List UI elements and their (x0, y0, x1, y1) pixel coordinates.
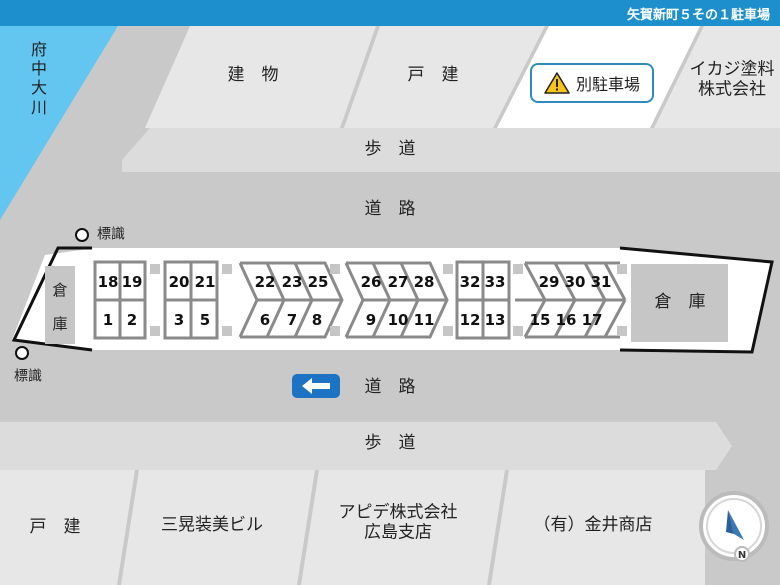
river (0, 26, 118, 220)
sign-top-label: 標識 (97, 226, 125, 243)
river-label: 府中大川 (30, 40, 47, 117)
building-bottom-3 (301, 470, 505, 585)
header-bar: 矢賀新町５その１駐車場 (0, 0, 780, 26)
space-number[interactable]: 20 (168, 273, 190, 291)
space-number[interactable]: 10 (387, 311, 409, 329)
space-number[interactable]: 15 (529, 311, 551, 329)
warehouse-right-label: 倉 庫 (654, 291, 706, 312)
space-number[interactable]: 9 (365, 311, 377, 329)
space-number[interactable]: 16 (555, 311, 577, 329)
space-number[interactable]: 25 (307, 273, 329, 291)
warehouse-left-label-1: 倉 (52, 281, 68, 299)
space-number[interactable]: 7 (286, 311, 298, 329)
building-top-2 (344, 26, 545, 128)
page-title: 矢賀新町５その１駐車場 (626, 8, 770, 23)
space-number[interactable]: 29 (538, 273, 560, 291)
warehouse-left-shape (45, 266, 75, 344)
space-number[interactable]: 23 (281, 273, 303, 291)
space-number[interactable]: 3 (173, 311, 185, 329)
space-number[interactable]: 2 (126, 311, 138, 329)
building-top-3 (654, 26, 780, 128)
space-number[interactable]: 18 (97, 273, 119, 291)
sign-top-marker (75, 228, 89, 242)
sign-left-label: 標識 (14, 368, 42, 385)
space-number[interactable]: 31 (590, 273, 612, 291)
building-top-label-3: イカジ塗料 株式会社 (689, 59, 775, 100)
sidewalk-top-label: 歩 道 (364, 138, 416, 159)
space-number[interactable]: 21 (194, 273, 216, 291)
space-number[interactable]: 33 (484, 273, 506, 291)
building-bottom-label-1: 戸 建 (29, 516, 81, 537)
building-bottom-label-2: 三晃装美ビル (161, 514, 263, 535)
space-number[interactable]: 11 (413, 311, 435, 329)
space-number[interactable]: 27 (387, 273, 409, 291)
building-bottom-label-3: アピデ株式会社 広島支店 (338, 502, 458, 543)
sidewalk-bottom-shape (0, 422, 732, 470)
one-way-arrow (292, 374, 340, 398)
space-number[interactable]: 32 (459, 273, 481, 291)
warehouse-left-label-2: 庫 (52, 315, 68, 333)
other-parking-label: 別駐車場 (575, 75, 640, 94)
space-number[interactable]: 19 (121, 273, 143, 291)
building-top-label-2: 戸 建 (407, 64, 459, 85)
space-number[interactable]: 12 (459, 311, 481, 329)
left-arrow-icon (302, 378, 330, 394)
space-number[interactable]: 6 (259, 311, 271, 329)
other-parking-sign[interactable]: 別駐車場 (530, 63, 654, 103)
space-number[interactable]: 13 (484, 311, 506, 329)
space-number[interactable]: 26 (360, 273, 382, 291)
building-bottom-label-4: （有）金井商店 (533, 514, 653, 535)
space-number[interactable]: 1 (102, 311, 114, 329)
building-bottom-4 (491, 470, 705, 585)
warehouse-right-shape (631, 264, 728, 342)
space-number[interactable]: 30 (564, 273, 586, 291)
sign-left-marker (15, 346, 29, 360)
warning-icon (544, 72, 570, 94)
road-bottom-label: 道 路 (364, 376, 416, 397)
space-number[interactable]: 8 (311, 311, 323, 329)
space-number[interactable]: 5 (199, 311, 211, 329)
building-top-1 (145, 26, 376, 128)
space-number[interactable]: 22 (254, 273, 276, 291)
building-bottom-1 (0, 470, 135, 585)
space-number[interactable]: 28 (413, 273, 435, 291)
building-bottom-2 (121, 470, 315, 585)
compass-icon: N (699, 491, 769, 562)
space-number[interactable]: 17 (581, 311, 603, 329)
building-top-label-1: 建 物 (227, 64, 279, 85)
compass-north-label: N (738, 550, 746, 561)
sidewalk-top-shape (122, 128, 780, 172)
road-top-label: 道 路 (364, 198, 416, 219)
sidewalk-bottom-label: 歩 道 (364, 432, 416, 453)
